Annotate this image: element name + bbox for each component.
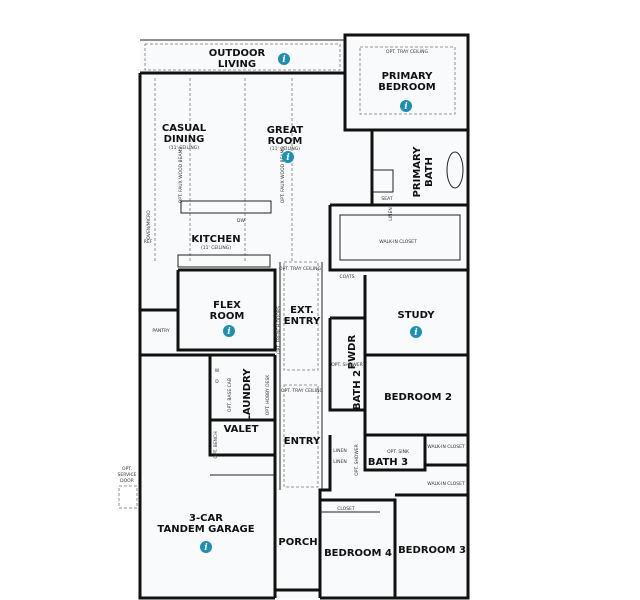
note-linen: LINEN [333,448,346,454]
info-icon-primary-bedroom[interactable]: i [400,100,412,112]
info-icon-great-room[interactable]: i [282,151,294,163]
room-label-ext-entry-line2: ENTRY [284,316,321,327]
note-dryer: D [215,379,219,385]
note-oven-micro: OVEN/MICRO [146,210,152,240]
room-label-outdoor-living: OUTDOOR [209,48,266,59]
note-washer: W [215,368,220,374]
note-tray-ceiling: OPT. TRAY CEILING [386,49,428,55]
floor-area [140,40,468,598]
info-icon-glyph: i [404,102,408,112]
room-label-kitchen: KITCHEN [191,234,240,245]
room-label-garage-line2: TANDEM GARAGE [157,524,254,535]
note-linen: LINEN [388,207,394,220]
info-icon-glyph: i [286,153,290,163]
info-icon-outdoor-living[interactable]: i [278,53,290,65]
room-label-entry: ENTRY [284,436,321,447]
room-label-casual-dining: CASUAL [162,123,207,134]
note-service-door-line3: DOOR [120,478,134,484]
room-label-bedroom-3: BEDROOM 3 [398,545,466,556]
room-label-flex-room: FLEX [213,300,241,311]
note-service-door: OPT. [122,466,132,472]
note-hobby-desk: OPT. HOBBY DESK [265,374,271,416]
walls [138,33,470,600]
info-icon-glyph: i [414,328,418,338]
info-icon-glyph: i [227,327,231,337]
info-icon-flex-room[interactable]: i [223,325,235,337]
info-icon-garage[interactable]: i [200,541,212,553]
info-icon-study[interactable]: i [410,326,422,338]
note-dw: DW [237,218,245,224]
note-closet: CLOSET [337,506,355,512]
note-tray-ceiling: OPT. TRAY CEILING [281,388,323,394]
room-label-valet: VALET [224,424,259,435]
note-opt-shower: OPT. SHOWER [354,444,360,476]
ceiling-note: (11' CEILING) [270,146,300,152]
optional-feature-outlines [144,43,464,488]
note-opt-sink: OPT. SINK [387,449,410,455]
room-label-outdoor-living-line2: LIVING [218,59,256,70]
note-faux-beams: OPT. FAUX WOOD BEAMS [178,147,184,204]
room-label-garage: 3-CAR [189,513,223,524]
note-coats: COATS [340,274,355,280]
room-label-pwdr: PWDR [347,335,358,370]
info-icon-glyph: i [204,543,208,553]
info-icon-glyph: i [282,55,286,65]
note-pantry: PANTRY [152,328,169,334]
note-ref: REF [144,239,153,245]
room-label-bedroom-2: BEDROOM 2 [384,392,452,403]
note-walk-in-closet: WALK-IN CLOSET [427,481,465,487]
room-label-study: STUDY [398,310,436,321]
note-walk-in-closet: WALK-IN CLOSET [427,444,465,450]
room-label-porch: PORCH [278,537,317,548]
note-service-door-line2: SERVICE [118,472,137,478]
room-label-great-room-line2: ROOM [268,136,303,147]
note-linen: LINEN [333,459,346,465]
ceiling-note: (11' CEILING) [169,145,199,151]
note-french-doors: OPT. FRENCH DOORS [276,306,282,354]
room-label-primary-bedroom-line2: BEDROOM [378,82,435,93]
room-label-ext-entry: EXT. [290,305,314,316]
room-label-flex-room-line2: ROOM [210,311,245,322]
note-seat: SEAT [381,196,392,202]
note-tray-ceiling: OPT. TRAY CEILING [279,266,321,272]
room-label-bath-3: BATH 3 [368,457,408,468]
room-label-bath-2: BATH 2 [352,370,363,410]
room-label-casual-dining-line2: DINING [164,134,205,145]
note-bench: OPT. BENCH [213,431,219,458]
room-label-primary-bath-line2: BATH [424,157,435,187]
room-label-bedroom-4: BEDROOM 4 [324,548,392,559]
note-faux-beams: OPT. FAUX WOOD BEAMS [280,147,286,204]
ceiling-note: (11' CEILING) [201,245,231,251]
room-label-laundry: LAUNDRY [242,368,253,422]
room-label-primary-bedroom: PRIMARY [382,71,434,82]
room-label-great-room: GREAT [267,125,304,136]
room-label-primary-bath: PRIMARY [412,146,423,198]
note-opt-shower: OPT. SHOWER [331,362,363,368]
service-door-outline [118,485,138,509]
note-walk-in-closet: WALK-IN CLOSET [379,239,417,245]
note-base-cab: OPT. BASE CAB [227,378,233,412]
